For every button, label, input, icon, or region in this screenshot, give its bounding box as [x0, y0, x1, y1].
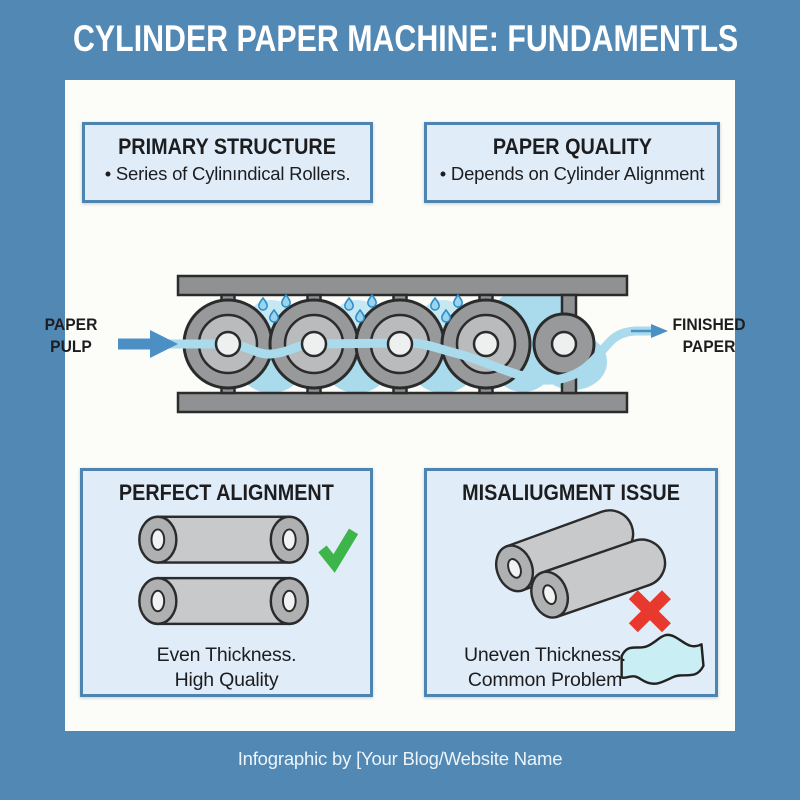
perfect-alignment-box: PERFECT ALIGNMENT Even Thickness. High Q…: [80, 468, 373, 697]
pulp-arrow-icon: [118, 330, 178, 358]
droplet-icon: [367, 294, 377, 308]
misaligned-roller-front: [530, 538, 667, 619]
finished-arrow-icon: [631, 324, 668, 338]
footer-credit: Infographic by [Your Blog/Website Name: [237, 748, 563, 769]
paper-quality-bullet: • Depends on Cylinder Alignment: [439, 163, 705, 184]
machine-diagram: [118, 274, 668, 414]
droplet-icon: [453, 294, 463, 308]
paper-quality-title-text: PAPER QUALITY: [492, 134, 652, 159]
droplet-icon: [258, 297, 268, 311]
finished-paper-label: FINISHED PAPER: [672, 315, 746, 357]
aligned-roller-bottom: [138, 576, 310, 626]
droplet-icon: [430, 297, 440, 311]
misaligned-roller-back: [494, 509, 635, 593]
perfect-alignment-title: PERFECT ALIGNMENT: [83, 480, 370, 506]
perfect-alignment-caption: Even Thickness. High Quality: [156, 644, 297, 692]
misalignment-title-text: MISALIUGMENT ISSUE: [462, 480, 680, 505]
page-title-text: CYLINDER PAPER MACHINE: FUNDAMENTLS: [73, 18, 739, 59]
frame-top-bar: [176, 274, 629, 297]
paper-quality-title: PAPER QUALITY: [427, 134, 717, 160]
misalignment-caption: Uneven Thickness. Common Problem: [463, 644, 627, 692]
wavy-paper-icon: [620, 633, 705, 685]
aligned-roller-top: [138, 515, 310, 564]
primary-structure-title-text: PRIMARY STRUCTURE: [118, 134, 337, 159]
paper-pulp-label: PAPER PULP: [44, 315, 98, 357]
perfect-alignment-art: [138, 515, 359, 626]
perfect-alignment-title-text: PERFECT ALIGNMENT: [119, 480, 334, 505]
page-title: CYLINDER PAPER MACHINE: FUNDAMENTLS: [0, 18, 800, 60]
droplet-icon: [344, 297, 354, 311]
primary-structure-box: PRIMARY STRUCTURE • Series of Cylinındic…: [82, 122, 373, 203]
checkmark-icon: [318, 528, 359, 573]
paper-quality-box: PAPER QUALITY • Depends on Cylinder Alig…: [424, 122, 720, 203]
misalignment-art: [494, 509, 705, 685]
primary-structure-title: PRIMARY STRUCTURE: [85, 134, 370, 160]
paper-ribbon: [128, 326, 660, 385]
misalignment-title: MISALIUGMENT ISSUE: [427, 480, 715, 506]
primary-structure-bullet: • Series of Cylinındical Rollers.: [104, 163, 351, 184]
droplet-icon: [281, 294, 291, 308]
cross-icon: [628, 590, 671, 633]
misalignment-box: MISALIUGMENT ISSUE Uneven Thickness. Com…: [424, 468, 718, 697]
frame-bottom-bar: [176, 391, 629, 414]
roller-holes: [214, 330, 578, 358]
